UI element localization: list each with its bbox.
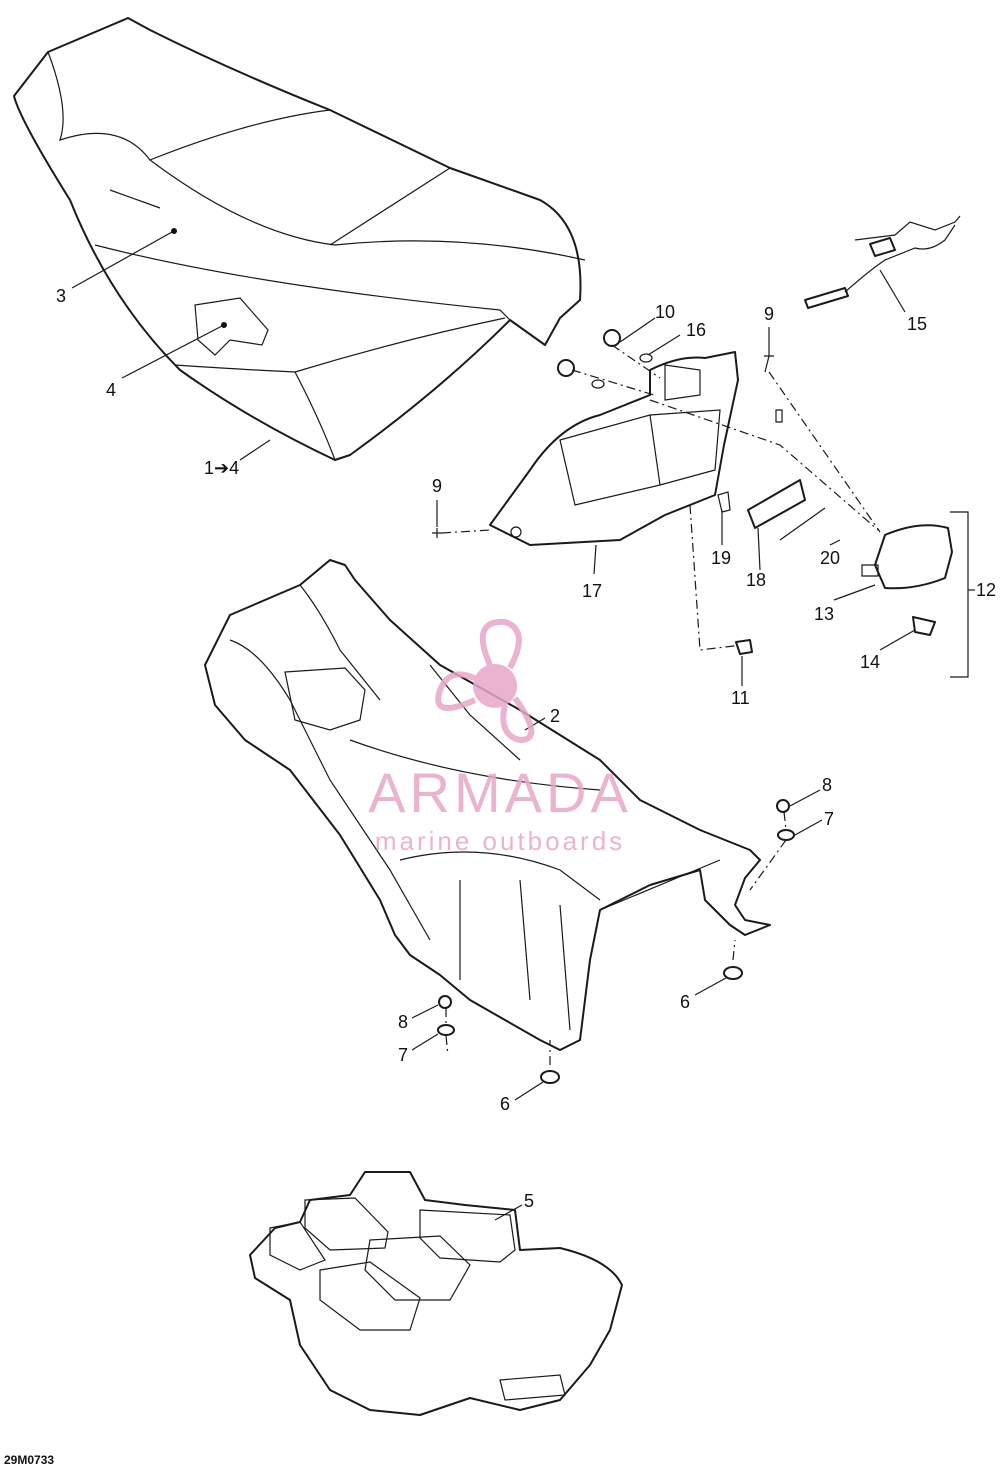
- callout-10: 10: [655, 302, 675, 322]
- leader-lines: [71, 231, 975, 1221]
- callout-20: 20: [820, 548, 840, 568]
- wiring-harness: [804, 215, 961, 309]
- callout-7-left: 7: [398, 1045, 408, 1065]
- callout-6-left: 6: [500, 1094, 510, 1114]
- callout-17: 17: [582, 581, 602, 601]
- callout-19: 19: [711, 548, 731, 568]
- screw-11: [735, 639, 753, 655]
- callout-8-left: 8: [398, 1012, 408, 1032]
- callout-18: 18: [746, 570, 766, 590]
- watermark-logo: ARMADA marine outboards: [368, 618, 632, 856]
- small-hardware-top: [432, 329, 774, 538]
- callout-2: 2: [550, 706, 560, 726]
- watermark-brand: ARMADA: [368, 761, 632, 824]
- callout-12: 12: [976, 580, 996, 600]
- callout-labels: 3 4 1➔4 10 16 9 15 9 17 19 18 20 12 13 1…: [56, 286, 996, 1211]
- callout-9-top: 9: [764, 304, 774, 324]
- callout-4: 4: [106, 380, 116, 400]
- callout-13: 13: [814, 604, 834, 624]
- callout-11: 11: [731, 688, 750, 708]
- seat-assembly: [13, 17, 586, 461]
- foam-block: [249, 1171, 623, 1416]
- tail-light-housing: [489, 351, 739, 546]
- callout-15: 15: [907, 314, 927, 334]
- callout-1-4: 1➔4: [204, 458, 239, 478]
- license-plate-lamp: [717, 409, 806, 529]
- watermark-tagline: marine outboards: [375, 826, 625, 856]
- drawing-code: 29M0733: [4, 1453, 54, 1467]
- callout-5: 5: [524, 1191, 534, 1211]
- assembly-dash-lines: [441, 344, 881, 1065]
- callout-14: 14: [860, 652, 880, 672]
- callout-7-right: 7: [824, 809, 834, 829]
- callout-8-right: 8: [822, 775, 832, 795]
- propeller-icon: [435, 618, 535, 744]
- tail-lamp-assembly: [861, 511, 969, 678]
- callout-3: 3: [56, 286, 66, 306]
- callout-6-right: 6: [680, 992, 690, 1012]
- callout-16: 16: [686, 320, 706, 340]
- callout-9-left: 9: [432, 476, 442, 496]
